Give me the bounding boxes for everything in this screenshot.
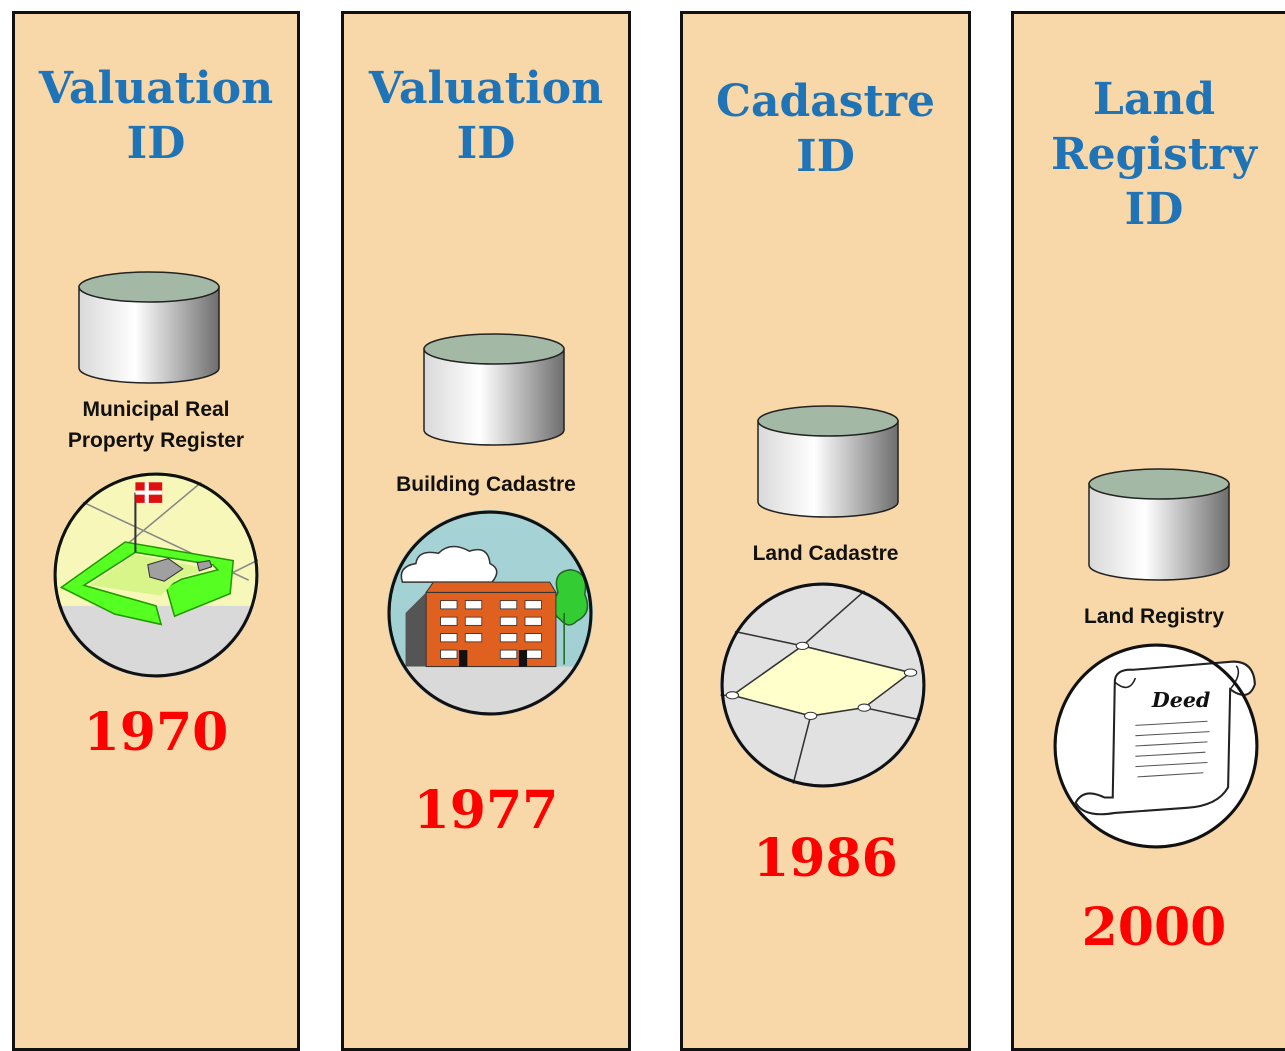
column-1970: Valuation ID Municipal Real Property Reg…	[12, 11, 300, 1051]
column-title: Valuation ID	[38, 63, 274, 169]
database-icon	[757, 405, 899, 518]
database-icon	[78, 271, 220, 384]
deed-scroll-icon: Deed	[1053, 643, 1259, 849]
year-label: 1970	[83, 702, 229, 763]
land-parcel-icon	[720, 582, 926, 788]
database-icon	[1088, 468, 1230, 581]
deed-text: Deed	[1151, 688, 1210, 712]
year-label: 1986	[753, 828, 898, 889]
database-label: Land Cadastre	[752, 542, 899, 565]
building-icon	[387, 510, 593, 716]
column-2000: Land Registry ID Land Registry Deed 2000	[1011, 11, 1285, 1051]
database-icon	[423, 333, 565, 446]
column-title: Valuation ID	[368, 63, 604, 169]
property-plot-with-flag-icon	[53, 472, 259, 678]
year-label: 1977	[413, 780, 559, 841]
database-label: Municipal Real Property Register	[67, 398, 245, 452]
database-label: Land Registry	[1083, 605, 1225, 628]
column-title: Cadastre ID	[715, 76, 936, 182]
year-label: 2000	[1081, 897, 1227, 958]
column-1977: Valuation ID Building Cadastre 1977	[341, 11, 631, 1051]
column-1986: Cadastre ID Land Cadastre 1986	[680, 11, 971, 1051]
column-title: Land Registry ID	[1051, 74, 1257, 235]
database-label: Building Cadastre	[396, 473, 576, 496]
